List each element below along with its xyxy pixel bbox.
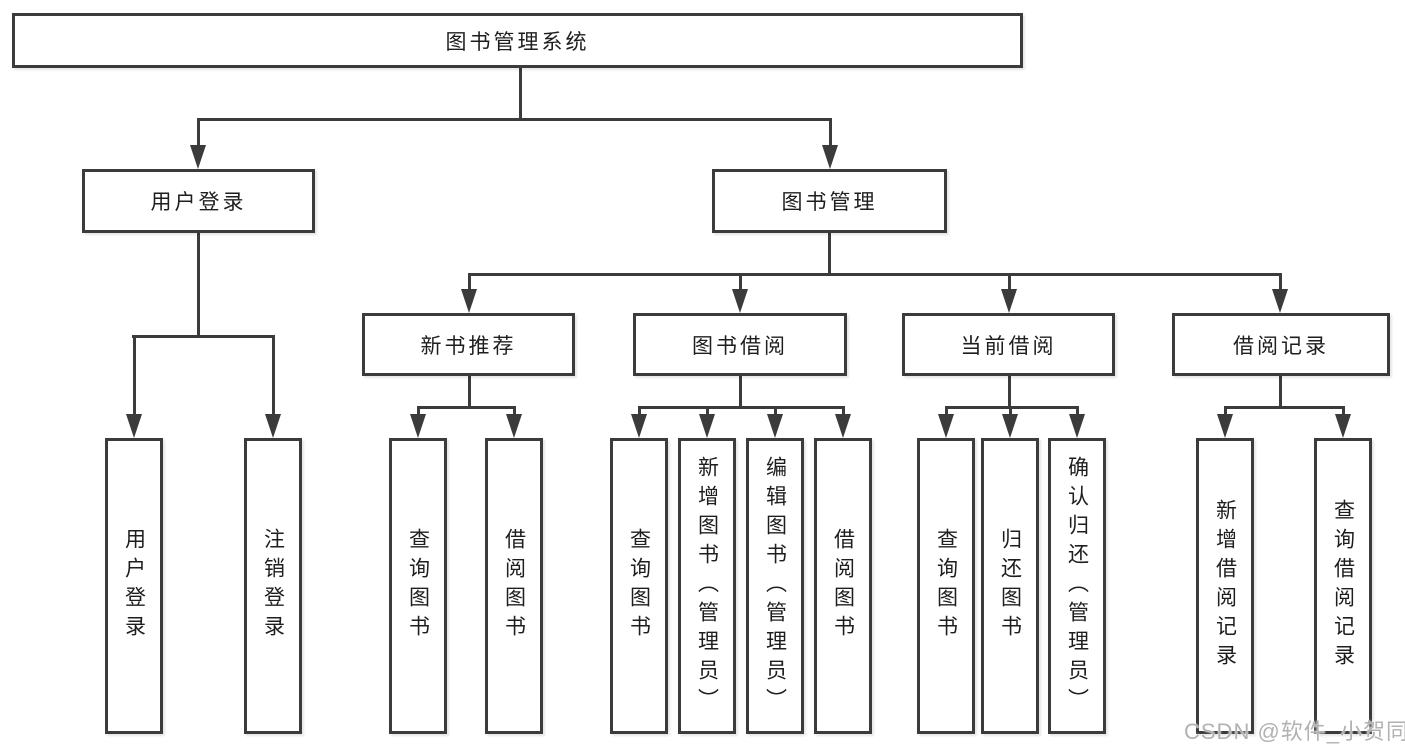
node-borrow-records-box: 借阅记录 <box>1172 313 1390 376</box>
node-br-query-record-box: 查询借阅记录 <box>1314 438 1372 734</box>
arrow-cb-confirm-stem <box>1076 406 1079 416</box>
node-book-borrow-box: 图书借阅 <box>633 313 847 376</box>
arrow-new-book-rec-stem <box>468 273 471 291</box>
arrow-book-borrow-head <box>732 289 748 313</box>
node-cb-return-books-label: 归还图书 <box>998 528 1022 644</box>
arrow-bb-edit-stem <box>774 406 777 416</box>
arrow-current-borrow-stem <box>1008 273 1011 291</box>
arrow-user-login-head <box>126 414 142 438</box>
node-user-login-label: 用户登录 <box>122 528 146 644</box>
node-cb-return-books-box: 归还图书 <box>981 438 1039 734</box>
node-nbr-borrow-books-box: 借阅图书 <box>485 438 543 734</box>
node-bb-query-books-box: 查询图书 <box>610 438 668 734</box>
arrow-bb-add-stem <box>706 406 709 416</box>
arrow-book-mgmt-head <box>822 145 838 169</box>
arrow-nbr-borrow-stem <box>513 406 516 416</box>
arrow-cb-query-stem <box>945 406 948 416</box>
connector-book-mgmt-stem <box>828 230 831 275</box>
arrow-bb-add-head <box>699 414 715 438</box>
node-br-add-record-label: 新增借阅记录 <box>1213 499 1237 673</box>
connector-new-book-rec-stem <box>468 374 471 408</box>
node-new-book-rec-box: 新书推荐 <box>362 313 575 376</box>
node-bb-borrow-books-box: 借阅图书 <box>814 438 872 734</box>
node-bb-edit-books-admin-label: 编辑图书（管理员） <box>763 455 787 717</box>
arrow-user-logout-stem <box>272 335 275 416</box>
arrow-br-add-stem <box>1224 406 1227 416</box>
arrow-br-query-stem <box>1342 406 1345 416</box>
arrow-bb-borrow-head <box>835 414 851 438</box>
connector-root-stem <box>519 66 522 121</box>
arrow-user-logout-head <box>265 414 281 438</box>
arrow-nbr-query-stem <box>417 406 420 416</box>
connector-current-borrow-stem <box>1008 374 1011 408</box>
node-cb-confirm-return-admin-label: 确认归还（管理员） <box>1065 455 1089 717</box>
node-user-login-group-box: 用户登录 <box>82 169 315 233</box>
node-bb-add-books-admin-label: 新增图书（管理员） <box>695 455 719 717</box>
node-root-box: 图书管理系统 <box>12 13 1023 68</box>
connector-borrow-records-stem <box>1279 374 1282 408</box>
node-root-label: 图书管理系统 <box>445 30 590 54</box>
connector-book-mgmt-rail <box>468 273 1282 276</box>
arrow-book-borrow-stem <box>739 273 742 291</box>
node-book-mgmt-label: 图书管理 <box>781 191 878 214</box>
arrow-user-login-group-head <box>190 145 206 169</box>
node-current-borrow-box: 当前借阅 <box>902 313 1115 376</box>
arrow-bb-borrow-stem <box>842 406 845 416</box>
arrow-current-borrow-head <box>1001 289 1017 313</box>
arrow-user-login-group-stem <box>197 118 200 147</box>
node-borrow-records-label: 借阅记录 <box>1233 334 1329 358</box>
node-nbr-borrow-books-label: 借阅图书 <box>502 528 526 644</box>
node-user-login-group-label: 用户登录 <box>150 191 247 214</box>
arrow-br-add-head <box>1217 414 1233 438</box>
arrow-br-query-head <box>1335 414 1351 438</box>
arrow-cb-confirm-head <box>1069 414 1085 438</box>
csdn-watermark: CSDN @软件_小贺同学 <box>1184 719 1405 744</box>
arrow-cb-query-head <box>938 414 954 438</box>
arrow-borrow-records-stem <box>1279 273 1282 291</box>
node-bb-add-books-admin-box: 新增图书（管理员） <box>678 438 736 734</box>
arrow-borrow-records-head <box>1272 289 1288 313</box>
arrow-bb-query-stem <box>638 406 641 416</box>
node-bb-query-books-label: 查询图书 <box>627 528 651 644</box>
arrow-user-login-stem <box>133 335 136 416</box>
node-bb-edit-books-admin-box: 编辑图书（管理员） <box>746 438 804 734</box>
arrow-new-book-rec-head <box>461 289 477 313</box>
arrow-cb-return-stem <box>1009 406 1012 416</box>
arrow-cb-return-head <box>1002 414 1018 438</box>
node-user-logout-box: 注销登录 <box>244 438 302 734</box>
node-nbr-query-books-box: 查询图书 <box>389 438 447 734</box>
connector-book-borrow-stem <box>739 374 742 408</box>
connector-new-book-rec-rail <box>417 406 516 409</box>
connector-user-group-stem <box>197 231 200 337</box>
node-new-book-rec-label: 新书推荐 <box>420 334 517 358</box>
node-user-logout-label: 注销登录 <box>261 528 285 644</box>
node-current-borrow-label: 当前借阅 <box>960 334 1057 358</box>
connector-borrow-records-rail <box>1224 406 1345 409</box>
connector-user-group-rail <box>132 335 275 338</box>
node-cb-query-books-box: 查询图书 <box>917 438 975 734</box>
node-book-mgmt-box: 图书管理 <box>712 169 947 233</box>
arrow-book-mgmt-stem <box>829 118 832 147</box>
connector-book-borrow-rail <box>638 406 845 409</box>
node-br-query-record-label: 查询借阅记录 <box>1331 499 1355 673</box>
node-book-borrow-label: 图书借阅 <box>692 334 788 358</box>
connector-root-rail <box>197 118 832 121</box>
connector-current-borrow-rail <box>945 406 1079 409</box>
node-cb-query-books-label: 查询图书 <box>934 528 958 644</box>
node-nbr-query-books-label: 查询图书 <box>406 528 430 644</box>
node-br-add-record-box: 新增借阅记录 <box>1196 438 1254 734</box>
arrow-bb-edit-head <box>767 414 783 438</box>
arrow-bb-query-head <box>631 414 647 438</box>
node-user-login-box: 用户登录 <box>105 438 163 734</box>
node-cb-confirm-return-admin-box: 确认归还（管理员） <box>1048 438 1106 734</box>
node-bb-borrow-books-label: 借阅图书 <box>831 528 855 644</box>
arrow-nbr-borrow-head <box>506 414 522 438</box>
arrow-nbr-query-head <box>410 414 426 438</box>
